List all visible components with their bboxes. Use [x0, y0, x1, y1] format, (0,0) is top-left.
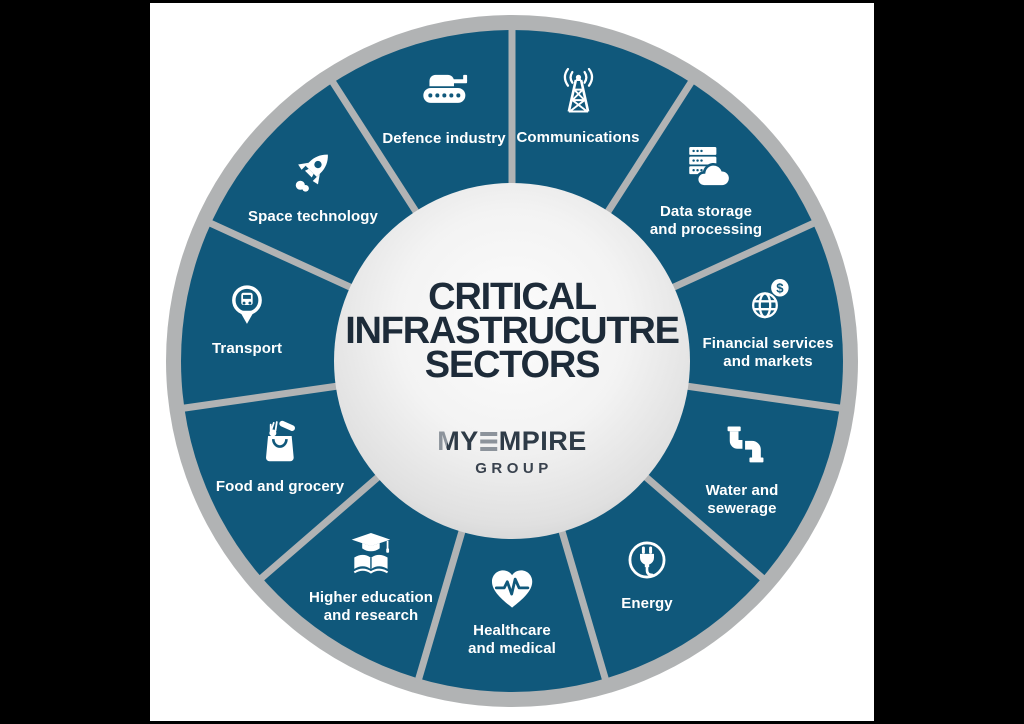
sector-label: Communications [516, 129, 640, 146]
logo-e-bars-icon [480, 432, 498, 451]
sector-label: Transport [211, 340, 283, 357]
sector-water: Water and sewerage [706, 419, 779, 517]
center-disk [334, 183, 690, 539]
sector-defence: Defence industry [382, 67, 506, 148]
logo-letters-mpire: MPIRE [498, 426, 587, 456]
logo-letter-m: M [437, 426, 461, 456]
logo-letter-y: Y [460, 426, 479, 456]
bus-pin-icon [232, 285, 262, 324]
sector-label: Defence industry [382, 130, 506, 147]
svg-text:$: $ [776, 281, 784, 296]
power-plug-icon [628, 541, 666, 579]
sector-label: Space technology [248, 208, 378, 225]
sector-label: Energy [621, 595, 673, 612]
sector-data-storage: Data storage and processing [650, 140, 762, 238]
sector-wheel-graphic [166, 15, 858, 707]
wheel-title: CRITICAL INFRASTRUCUTRE SECTORS [345, 276, 680, 386]
grocery-bag-icon [266, 420, 296, 462]
logo-group-text: GROUP [475, 460, 553, 477]
sector-financial: $ Financial services and markets [702, 272, 833, 370]
pipes-icon [727, 426, 764, 463]
sector-healthcare: Healthcare and medical [468, 559, 556, 657]
sector-label: Healthcare and medical [468, 622, 556, 657]
tank-icon [423, 74, 467, 103]
sector-label: Higher education and research [308, 589, 434, 624]
sector-label: Food and grocery [215, 478, 345, 495]
globe-dollar-icon: $ [751, 279, 789, 319]
sector-space: Space technology [248, 145, 378, 226]
sector-communications: Communications [516, 66, 639, 147]
heart-pulse-icon [491, 570, 533, 608]
critical-infrastructure-wheel: Communications Data storage and processi… [150, 0, 874, 724]
sector-education: Higher education and research [309, 526, 433, 624]
sector-energy: Energy [619, 532, 675, 613]
radio-tower-icon [563, 67, 593, 113]
sector-label: Financial services and markets [702, 335, 834, 370]
sector-food: Food and grocery [216, 415, 344, 496]
sector-transport: Transport [212, 277, 282, 358]
graduation-book-icon [351, 533, 391, 574]
rocket-icon [295, 154, 328, 192]
server-cloud-icon [689, 147, 732, 188]
sector-label: Water and sewerage [705, 482, 779, 517]
sector-label: Data storage and processing [649, 203, 763, 238]
